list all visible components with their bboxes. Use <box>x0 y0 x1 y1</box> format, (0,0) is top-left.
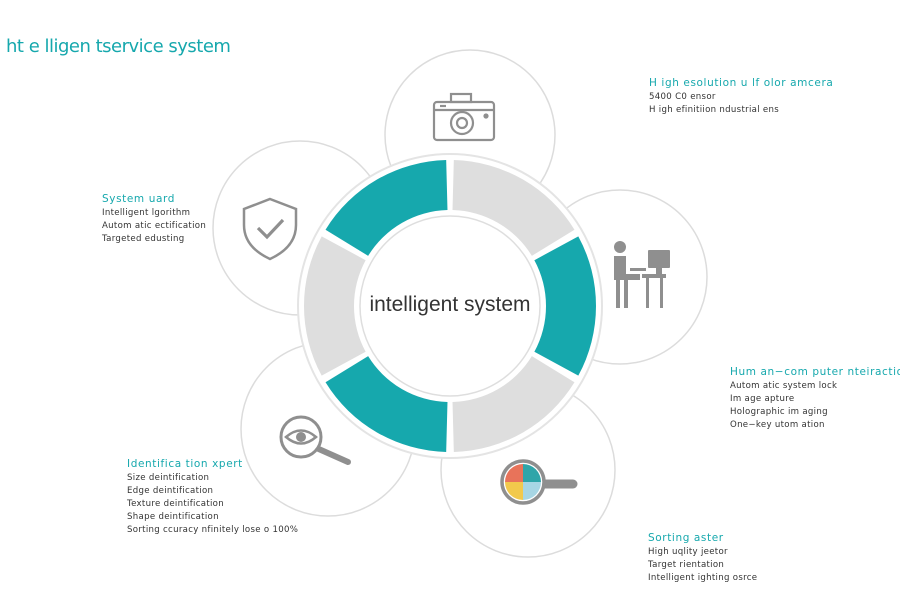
feature-camera-line: 5400 C0 ensor <box>649 92 716 102</box>
feature-guard-line: Intelligent lgorithm <box>102 208 191 218</box>
feature-guard-title: System uard <box>102 193 175 205</box>
color-magnifier-icon <box>500 459 578 505</box>
ring-segment <box>303 236 366 376</box>
ring-inner <box>359 215 541 397</box>
feature-sorting-line: Target rientation <box>648 560 725 570</box>
ring-segment <box>452 160 575 256</box>
feature-guard-line: Autom atic ectification <box>102 221 207 231</box>
ring-segments <box>303 160 596 452</box>
feature-sorting-line: High uqlity jeetor <box>648 547 728 557</box>
feature-identification-title: Identifica tion xpert <box>127 458 243 470</box>
feature-hci-line: Im age apture <box>730 394 795 404</box>
feature-hci-line: One−key utom ation <box>730 420 825 430</box>
ring-segment <box>452 356 575 452</box>
feature-camera-line: H igh efinitiion ndustrial ens <box>649 105 780 115</box>
page-title: ht e lligen tservice system <box>6 36 231 57</box>
feature-camera: H igh esolution u lf olor amcera 5400 C0… <box>649 77 833 117</box>
eye-magnifier-icon <box>279 415 351 465</box>
feature-identification-line: Size deintification <box>127 473 210 483</box>
feature-guard: System uard Intelligent lgorithm Autom a… <box>102 193 206 246</box>
feature-identification-line: Texture deintification <box>127 499 224 509</box>
feature-identification-line: Sorting ccuracy nfinitely lose o 100% <box>127 525 299 535</box>
ring-segment <box>325 356 448 452</box>
feature-hci: Hum an−com puter nteiraction Autom atic … <box>730 366 900 432</box>
feature-hci-title: Hum an−com puter nteiraction <box>730 366 900 378</box>
feature-sorting-title: Sorting aster <box>648 532 724 544</box>
shield-check-icon <box>242 197 298 261</box>
feature-camera-title: H igh esolution u lf olor amcera <box>649 77 834 89</box>
feature-sorting-line: Intelligent ighting osrce <box>648 573 758 583</box>
feature-identification-line: Edge deintification <box>127 486 214 496</box>
feature-identification-line: Shape deintification <box>127 512 219 522</box>
feature-sorting: Sorting aster High uqlity jeetor Target … <box>648 532 757 585</box>
camera-icon <box>432 92 496 142</box>
feature-identification: Identifica tion xpert Size deintificatio… <box>127 458 298 537</box>
center-label: intelligent system <box>369 293 531 316</box>
feature-hci-line: Holographic im aging <box>730 407 828 417</box>
computer-operator-icon <box>614 241 670 308</box>
feature-guard-line: Targeted edusting <box>102 234 185 244</box>
feature-hci-line: Autom atic system lock <box>730 381 838 391</box>
ring-segment <box>534 236 596 376</box>
ring-segment <box>325 160 448 256</box>
